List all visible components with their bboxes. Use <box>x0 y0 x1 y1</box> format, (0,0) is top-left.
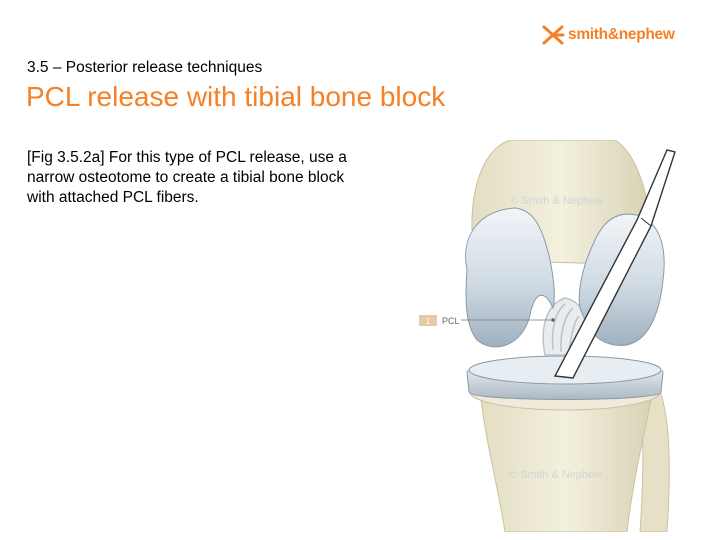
brand-name: smith&nephew <box>568 26 675 43</box>
callout-number: 1 <box>426 317 431 326</box>
slide-title: PCL release with tibial bone block <box>26 81 446 112</box>
osteotome-instrument <box>553 149 676 379</box>
watermark-top: © Smith & Nephew <box>510 195 603 207</box>
knee-drawing: 1 PCL © Smith & Nephew © Smith & Nephew <box>419 140 676 532</box>
callout-number-badge <box>419 315 437 326</box>
logo-star-icon <box>542 25 565 45</box>
callout-label: PCL <box>442 316 460 326</box>
femoral-component <box>465 207 555 348</box>
section-heading: 3.5 – Posterior release techniques <box>27 59 263 76</box>
watermark-bottom: © Smith & Nephew <box>509 469 602 481</box>
figure-caption: [Fig 3.5.2a] For this type of PCL releas… <box>27 149 347 206</box>
brand-logo: smith&nephew <box>541 22 675 48</box>
tibia-bone <box>479 389 654 532</box>
knee-illustration: 1 PCL © Smith & Nephew © Smith & Nephew <box>405 140 705 532</box>
